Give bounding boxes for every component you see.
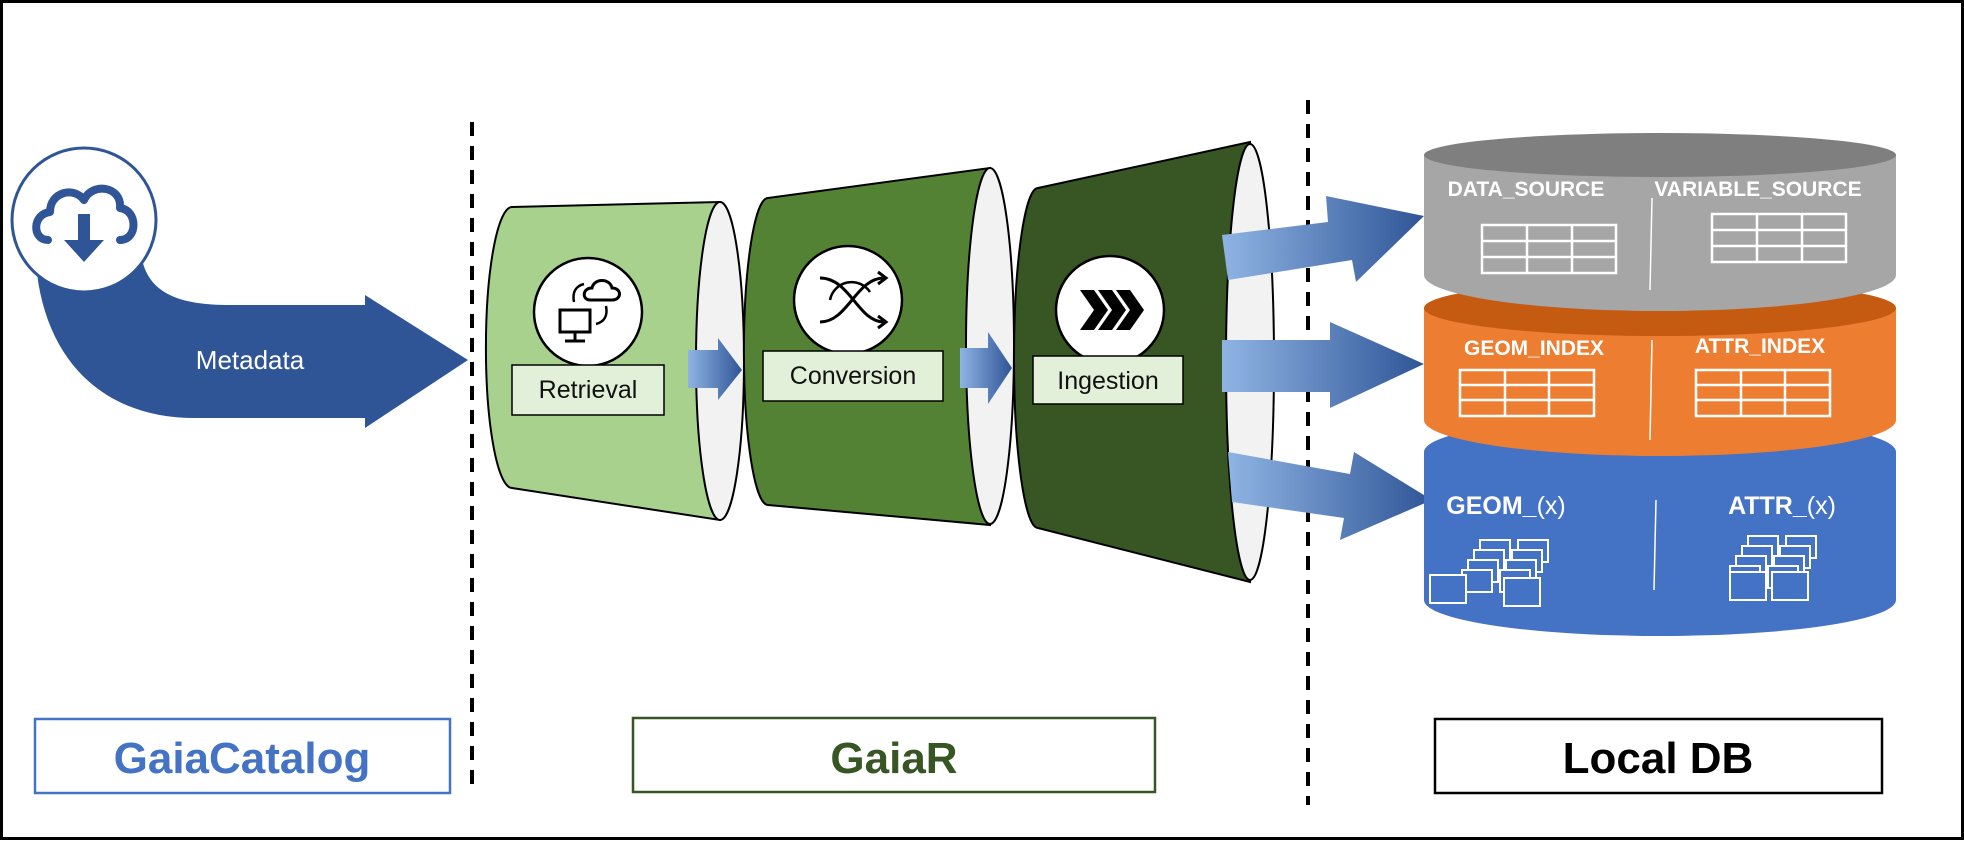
- db-divider-bottom: [1653, 499, 1657, 591]
- crossing-arrows-icon: [792, 244, 904, 356]
- svg-text:Ingestion: Ingestion: [1057, 367, 1158, 395]
- section-label-gaiar: GaiaR: [631, 716, 1157, 794]
- table-name-data-source: DATA_SOURCE: [1448, 178, 1605, 201]
- stacked-windows-icon: [1429, 539, 1549, 607]
- svg-text:GaiaCatalog: GaiaCatalog: [114, 734, 371, 783]
- table-grid-icon: [1694, 368, 1832, 418]
- output-arrow-top: [1222, 196, 1424, 282]
- flow-arrow-conversion-ingestion: [960, 332, 1012, 404]
- table-name-geom-index: GEOM_INDEX: [1464, 337, 1604, 360]
- svg-text:Local DB: Local DB: [1563, 734, 1754, 783]
- stage-label-ingestion: Ingestion: [1032, 355, 1184, 405]
- table-grid-icon: [1480, 223, 1618, 275]
- fast-forward-chevrons-icon: [1054, 254, 1166, 366]
- table-grid-icon: [1458, 368, 1596, 418]
- output-arrow-bottom: [1228, 452, 1432, 540]
- table-name-attr-index: ATTR_INDEX: [1695, 335, 1825, 358]
- db-layer-top: [1424, 133, 1896, 311]
- stacked-windows-icon: [1729, 535, 1817, 601]
- db-divider-middle: [1649, 339, 1653, 441]
- stage-conversion: [742, 166, 1015, 527]
- svg-text:Conversion: Conversion: [790, 362, 916, 390]
- computer-cloud-sync-icon: [532, 256, 644, 368]
- flow-arrow-retrieval-conversion: [688, 338, 742, 400]
- metadata-label: Metadata: [196, 345, 305, 375]
- table-name-geom-x: GEOM_(x): [1446, 492, 1565, 520]
- table-name-attr-x: ATTR_(x): [1728, 492, 1836, 520]
- db-divider-top: [1649, 197, 1653, 291]
- metadata-arrow: Metadata: [35, 240, 468, 428]
- table-name-variable-source: VARIABLE_SOURCE: [1654, 178, 1861, 201]
- table-grid-icon: [1710, 212, 1848, 264]
- cloud-download-icon: [10, 146, 158, 294]
- svg-text:GaiaR: GaiaR: [830, 734, 957, 783]
- stage-label-conversion: Conversion: [762, 350, 944, 402]
- section-label-gaiacatalog: GaiaCatalog: [33, 717, 452, 795]
- output-arrow-middle: [1222, 322, 1424, 408]
- svg-text:Retrieval: Retrieval: [539, 376, 638, 404]
- section-label-localdb: Local DB: [1433, 717, 1884, 795]
- stage-label-retrieval: Retrieval: [511, 364, 665, 416]
